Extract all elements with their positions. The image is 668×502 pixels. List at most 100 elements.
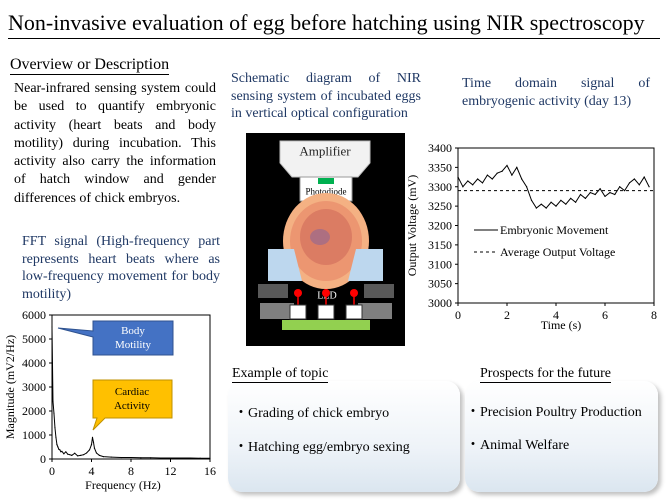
fft-data-point [63, 453, 65, 455]
fft-data-point [67, 453, 69, 455]
fft-data-point [85, 452, 88, 454]
embryonic-movement-point [609, 191, 611, 194]
time-y-tick-label: 3050 [428, 277, 452, 291]
embryonic-movement-point [570, 197, 572, 199]
fft-y-axis-label: Magnitude (mV2/Hz) [3, 335, 17, 439]
fft-data-point [189, 457, 191, 459]
fft-data-point [120, 456, 122, 459]
embryonic-movement-point [589, 191, 591, 194]
embryonic-movement-point [535, 207, 537, 209]
embryonic-movement-point [638, 184, 640, 186]
photodiode-label: Photodiode [305, 186, 346, 196]
embryonic-movement-point [555, 205, 557, 207]
embryonic-movement-point [628, 182, 631, 184]
embryonic-movement-point [579, 193, 582, 196]
embryonic-movement-point [560, 199, 562, 201]
body-motility-callout-line: Motility [115, 339, 152, 351]
fft-y-tick-label: 3000 [22, 380, 46, 394]
fft-data-point [179, 457, 181, 459]
fft-data-point [91, 436, 94, 438]
time-y-tick-label: 3350 [428, 160, 452, 174]
embryonic-movement-point [619, 186, 621, 188]
time-x-tick-label: 8 [651, 308, 657, 322]
fft-data-point [160, 457, 162, 459]
fft-x-tick-label: 0 [49, 464, 55, 478]
clamp-right-top [364, 284, 394, 298]
clamp-left-bottom [260, 303, 294, 319]
page-title: Non-invasive evaluation of egg before ha… [8, 10, 660, 39]
embryonic-movement-point [472, 184, 474, 186]
embryonic-movement-point [516, 166, 518, 168]
time-legend-label: Average Output Voltage [500, 245, 615, 259]
example-panel [228, 381, 460, 492]
prospects-heading: Prospects for the future [480, 366, 612, 383]
fft-data-point [71, 454, 73, 456]
fft-data-point [57, 446, 59, 448]
embryonic-movement-point [477, 178, 479, 180]
led-3 [350, 289, 358, 297]
fft-data-point [77, 455, 79, 457]
embryonic-movement-point [526, 186, 528, 188]
time-caption: Time domain signal of embryogenic activi… [462, 76, 650, 109]
time-y-tick-label: 3300 [428, 180, 452, 194]
clamp-right-bottom [358, 303, 392, 319]
time-x-tick-label: 4 [553, 308, 559, 322]
clamp-left-top [258, 284, 288, 298]
fft-data-point [98, 454, 100, 456]
fft-data-point [69, 454, 71, 456]
fft-data-point [58, 448, 60, 450]
fft-y-tick-label: 5000 [22, 332, 46, 346]
time-y-tick-label: 3150 [428, 238, 452, 252]
egg-mount-left [268, 249, 302, 281]
overview-heading: Overview or Description [10, 56, 170, 75]
embryonic-movement-point [614, 193, 616, 196]
fft-caption: FFT signal (High-frequency part represen… [22, 234, 220, 302]
fft-data-point [51, 326, 53, 328]
time-y-axis-label: Output Voltage (mV) [405, 175, 419, 277]
fft-data-point [88, 449, 91, 451]
embryonic-movement-point [575, 201, 577, 203]
embryonic-movement-point [604, 195, 606, 198]
led-board [282, 320, 370, 330]
fft-data-point [65, 451, 67, 453]
example-item-2: ・Hatching egg/embryo sexing [234, 440, 410, 455]
fft-x-tick-label: 12 [165, 464, 177, 478]
time-x-tick-label: 0 [455, 308, 461, 322]
fft-data-point [90, 444, 93, 446]
photodiode-sensor [318, 178, 334, 184]
led-1 [294, 289, 302, 297]
overview-text: Near-infrared sensing system could be us… [14, 81, 216, 206]
cardiac-activity-callout-shape [92, 379, 173, 431]
embryonic-movement-point [501, 170, 503, 172]
fft-data-point [54, 427, 56, 429]
example-item-1: ・Grading of chick embryo [234, 406, 390, 421]
time-y-tick-label: 3200 [428, 219, 452, 233]
embryo-head [310, 229, 330, 245]
embryonic-movement-line [457, 164, 650, 209]
fft-data-point [92, 441, 95, 443]
embryonic-movement-point [599, 188, 601, 190]
fft-data-point [74, 452, 76, 454]
fft-series-line [51, 326, 210, 459]
embryonic-movement-point [584, 197, 586, 199]
led-mount-3 [345, 304, 363, 320]
schematic-caption: Schematic diagram of NIR sensing system … [231, 71, 421, 121]
fft-data-point [140, 457, 142, 459]
fft-data-point [95, 452, 98, 454]
time-y-tick-label: 3400 [428, 141, 452, 155]
fft-data-point [199, 457, 201, 459]
fft-data-point [61, 450, 63, 452]
fft-data-point [110, 456, 112, 458]
time-legend-label: Embryonic Movement [500, 223, 609, 237]
led-2 [322, 289, 330, 297]
fft-data-point [93, 447, 96, 449]
fft-y-tick-label: 4000 [22, 356, 46, 370]
body-motility-callout-shape [57, 320, 174, 356]
prospects-panel [465, 381, 658, 492]
led-mount-1 [289, 304, 307, 320]
embryonic-movement-point [565, 203, 567, 205]
